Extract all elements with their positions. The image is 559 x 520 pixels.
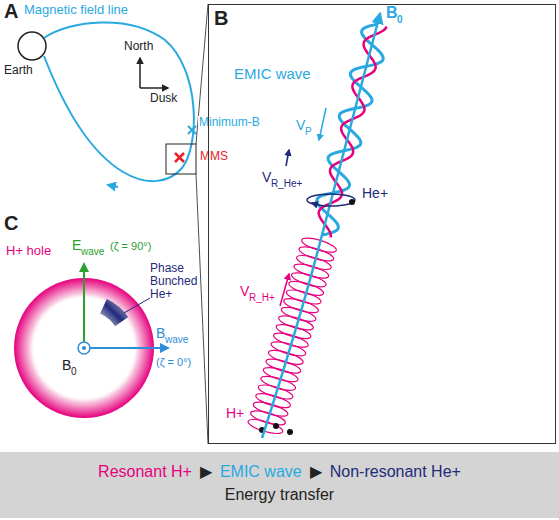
label: V — [262, 170, 271, 185]
summary-text: EMIC wave — [220, 460, 302, 483]
summary-text: Non-resonant He+ — [330, 460, 461, 483]
b0-symbol — [78, 342, 90, 354]
summary-text: ▶ — [200, 460, 212, 483]
h-particle — [287, 429, 293, 435]
label: Magnetic field line — [24, 3, 128, 17]
label: wave — [81, 246, 104, 257]
label: (ζ = 0°) — [156, 356, 191, 368]
label: Phase Bunched He+ — [150, 262, 206, 302]
summary-row: Resonant H+ ▶ EMIC wave ▶ Non-resonant He+ — [4, 460, 555, 483]
label: MMS — [199, 150, 229, 163]
label: B — [386, 4, 398, 22]
label: wave — [165, 334, 188, 345]
minimum-b-mark — [188, 126, 196, 134]
summary-text: Energy transfer — [225, 483, 334, 506]
field-line-arrow — [108, 185, 118, 187]
label: R_H+ — [249, 292, 275, 303]
leader-line — [124, 298, 150, 313]
b-wave-arrow — [90, 347, 168, 349]
panel-letter: B — [214, 7, 228, 30]
label: H+ — [226, 406, 244, 421]
label: B — [62, 358, 71, 373]
label: He+ — [362, 186, 388, 201]
label: P — [305, 126, 312, 137]
earth-circle — [18, 32, 46, 60]
panel-box: B — [208, 4, 556, 444]
mms-mark — [175, 153, 184, 162]
label: V — [240, 284, 249, 299]
dusk-arrow — [140, 87, 168, 89]
b0-dot — [82, 346, 86, 350]
label: North — [124, 40, 153, 53]
label: Earth — [4, 64, 33, 77]
h-particle — [273, 423, 279, 429]
summary-text: Resonant H+ — [98, 460, 192, 483]
label: H+ hole — [6, 244, 51, 258]
label: E — [72, 238, 81, 253]
he-orbit-arrow — [312, 203, 318, 205]
label: R_He+ — [271, 178, 302, 189]
label: 0 — [71, 366, 77, 377]
label: C — [4, 212, 18, 234]
label: EMIC wave — [234, 66, 311, 83]
h-velocity-arrow — [280, 274, 289, 306]
e-wave-arrow — [83, 264, 85, 342]
label: Dusk — [150, 92, 177, 105]
phase-velocity-arrow — [319, 108, 326, 140]
he-velocity-arrow — [286, 150, 289, 166]
north-arrow — [139, 58, 141, 88]
summary-text: ▶ — [310, 460, 322, 483]
label: (ζ = 90°) — [110, 240, 151, 252]
summary-band: Resonant H+ ▶ EMIC wave ▶ Non-resonant He+En… — [0, 452, 559, 518]
he-orbit — [307, 194, 355, 206]
he-particle — [349, 199, 355, 205]
inset-box — [166, 144, 196, 174]
label: 0 — [397, 14, 403, 25]
label: V — [296, 118, 305, 133]
label: B — [156, 326, 165, 341]
summary-row: Energy transfer — [4, 483, 555, 506]
zoom-line — [196, 4, 208, 444]
label: A — [4, 0, 18, 22]
field-line-loop — [44, 22, 194, 181]
